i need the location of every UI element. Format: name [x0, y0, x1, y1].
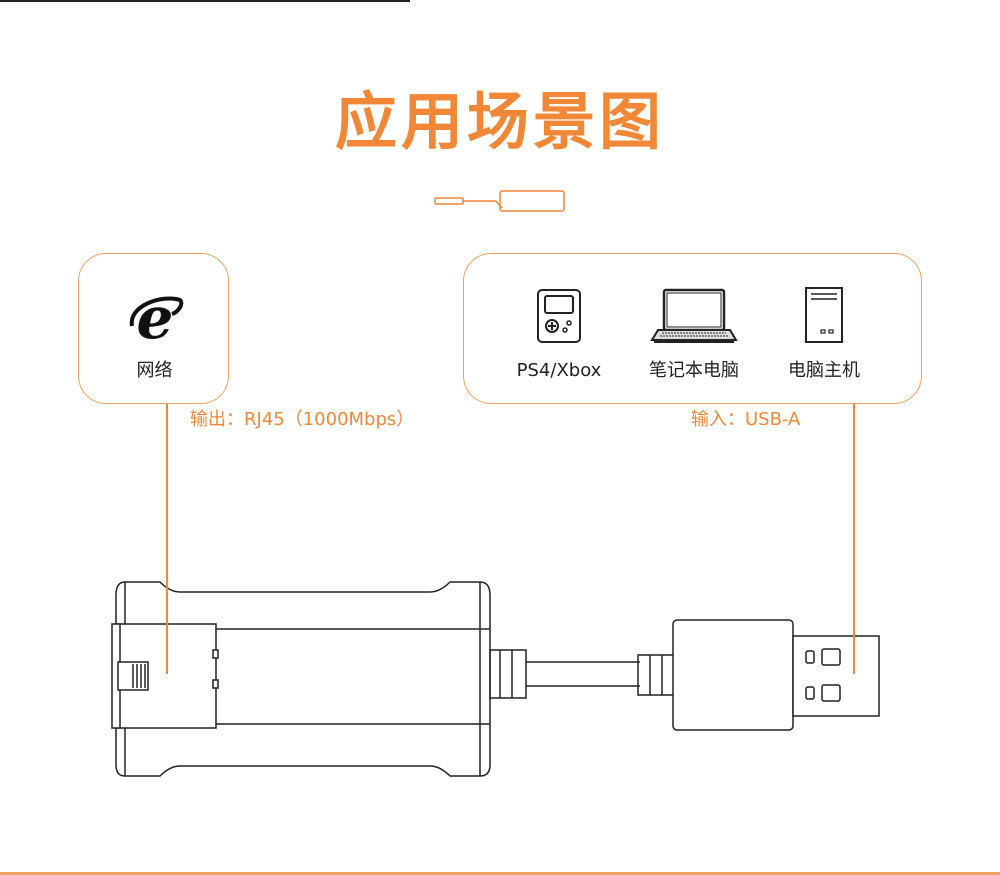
laptop-label: 笔记本电脑: [649, 360, 739, 381]
console-label: PS4/Xbox: [516, 360, 602, 381]
usb-cable: [489, 649, 675, 699]
internet-explorer-icon: e: [126, 282, 184, 344]
network-item: e 网络: [79, 282, 230, 382]
host-devices-box: PS4/Xbox 笔记本电脑 电脑主机: [463, 253, 922, 404]
top-divider: [0, 0, 410, 2]
network-label: 网络: [136, 360, 173, 381]
bottom-divider: [0, 872, 1000, 875]
rj45-port: [111, 623, 219, 729]
laptop-item: 笔记本电脑: [624, 282, 764, 382]
network-box: e 网络: [78, 253, 229, 404]
output-port-label: 输出：RJ45（1000Mbps）: [190, 409, 415, 430]
input-port-label: 输入：USB-A: [691, 409, 801, 430]
output-leader-line: [166, 404, 168, 674]
input-leader-line: [853, 404, 855, 674]
game-console-icon: [536, 282, 582, 344]
adapter-body: [115, 581, 491, 777]
usb-a-plug: [672, 619, 880, 731]
laptop-icon: [650, 282, 738, 344]
page-title: 应用场景图: [334, 85, 665, 158]
desktop-label: 电脑主机: [788, 360, 860, 381]
console-item: PS4/Xbox: [489, 282, 629, 382]
desktop-tower-icon: [804, 282, 844, 344]
cable-ornament-icon: [434, 190, 565, 212]
desktop-item: 电脑主机: [754, 282, 894, 382]
